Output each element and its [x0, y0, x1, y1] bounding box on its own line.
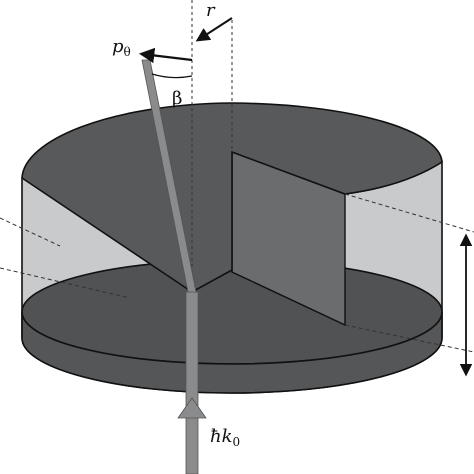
p-theta-arrow	[138, 47, 193, 64]
r-arrow-down-left-icon	[195, 17, 233, 42]
beta-angle-arc	[151, 73, 193, 79]
p-theta-label: pθ	[112, 36, 131, 59]
right-plane-dashed-line-2	[344, 324, 474, 353]
left-plane-dashed-line-2	[0, 267, 131, 299]
disk-top-face	[21, 102, 443, 293]
hbar-k0-label: ħk0	[210, 426, 240, 449]
beam-arrow-up-icon	[177, 397, 207, 419]
disk-front-band	[21, 311, 443, 394]
beta-label: β	[172, 88, 182, 109]
right-plane-dashed-line	[344, 193, 474, 233]
r-label: r	[206, 0, 216, 21]
incident-beam	[185, 291, 199, 474]
